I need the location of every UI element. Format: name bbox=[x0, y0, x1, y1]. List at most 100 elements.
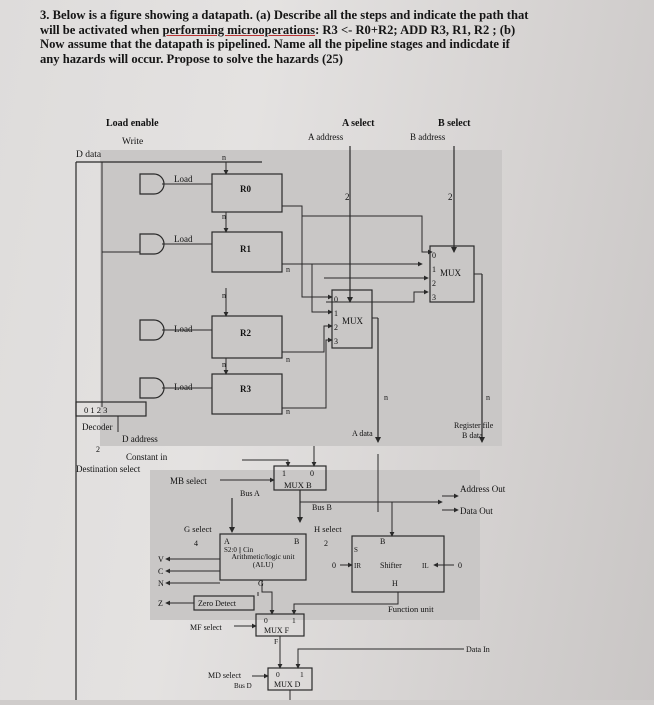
load-gate-r3 bbox=[139, 377, 165, 399]
r3-out-b bbox=[326, 289, 429, 303]
a-select-label: A select bbox=[342, 118, 375, 129]
shifter-ir-label: IR bbox=[354, 562, 361, 570]
shifter-b-label: B bbox=[380, 537, 385, 546]
d-address-width: 2 bbox=[96, 445, 100, 454]
h-select-label: H select bbox=[314, 524, 342, 534]
load-gate-r2 bbox=[139, 319, 165, 341]
question-line-2a: will be activated when bbox=[40, 22, 163, 37]
b-address-width: 2 bbox=[448, 192, 453, 202]
b-data-label: B data bbox=[462, 431, 483, 440]
mux-a-label: MUX bbox=[342, 316, 364, 326]
shifter-s-label: S bbox=[354, 546, 358, 554]
mux-b-in-2: 2 bbox=[432, 279, 436, 288]
constant-in-label: Constant in bbox=[126, 452, 168, 462]
mux-a-in-1: 1 bbox=[334, 309, 338, 318]
alu-b-label: B bbox=[294, 537, 299, 546]
d-data-width: n bbox=[222, 153, 226, 162]
register-label-r1: R1 bbox=[240, 244, 251, 254]
alu-a-label: A bbox=[224, 537, 230, 546]
zero-detect-label: Zero Detect bbox=[198, 599, 237, 608]
shifter-label: Shifter bbox=[380, 561, 402, 570]
a-data-label: A data bbox=[352, 429, 373, 438]
mux-a bbox=[331, 289, 373, 349]
bus-a-label: Bus A bbox=[240, 489, 260, 498]
decoder-to-gates bbox=[101, 251, 140, 402]
width-n-1: n bbox=[222, 212, 226, 221]
shifter-to-muxf bbox=[291, 592, 399, 615]
register-file-shade bbox=[100, 150, 502, 446]
address-out-label: Address Out bbox=[460, 484, 506, 494]
mux-b-regfile-label: MUX bbox=[440, 268, 462, 278]
b-select-label: B select bbox=[438, 118, 471, 129]
g-select-label: G select bbox=[184, 524, 212, 534]
mux-d-label: MUX D bbox=[274, 680, 301, 689]
mux-d-in-1: 1 bbox=[300, 670, 304, 679]
question-line-2: will be activated when performing microo… bbox=[40, 23, 640, 38]
md-select-label: MD select bbox=[208, 671, 242, 680]
a-address-label: A address bbox=[308, 132, 344, 142]
shifter-zero-in: 0 bbox=[332, 561, 336, 570]
r3-out-a bbox=[282, 337, 333, 409]
register-r3: Load R3 bbox=[139, 373, 283, 415]
alu-box bbox=[219, 533, 307, 581]
b-address-label: B address bbox=[410, 132, 446, 142]
mux-b-in-1: 1 bbox=[432, 265, 436, 274]
function-unit-label: Function unit bbox=[388, 604, 434, 614]
mux-b-in-0: 0 bbox=[432, 251, 436, 260]
alu-label-wrap: Arithmetic/logic unit (ALU) bbox=[231, 553, 295, 569]
datapath-diagram: Load enable Write D data A select B sele… bbox=[75, 118, 506, 700]
shifter-out-label: H bbox=[392, 579, 398, 588]
load-gate-r1 bbox=[139, 233, 165, 255]
data-in-wire bbox=[295, 648, 464, 669]
mux-a-in-3: 3 bbox=[334, 337, 338, 346]
width-n-3: n bbox=[222, 360, 226, 369]
r2-out-a bbox=[282, 323, 333, 353]
load-label-r2: Load bbox=[174, 324, 193, 334]
constant-in-wire bbox=[242, 459, 291, 467]
load-enable-label: Load enable bbox=[106, 118, 159, 129]
register-r2: Load R2 bbox=[139, 315, 283, 359]
destination-select-label: Destination select bbox=[76, 464, 141, 474]
load-label-r1: Load bbox=[174, 234, 193, 244]
register-label-r3: R3 bbox=[240, 384, 251, 394]
load-label-r0: Load bbox=[174, 174, 193, 184]
register-r1: Load R1 bbox=[139, 231, 283, 273]
r0-out-b bbox=[302, 215, 433, 255]
question-line-3: Now assume that the datapath is pipeline… bbox=[40, 37, 510, 52]
width-n-2: n bbox=[222, 291, 226, 300]
bus-b-label: Bus B bbox=[312, 503, 332, 512]
mux-f-label: MUX F bbox=[264, 626, 290, 635]
width-n-5: n bbox=[286, 355, 290, 364]
alu-out-label: G bbox=[258, 579, 264, 588]
register-label-r2: R2 bbox=[240, 328, 251, 338]
alu-to-muxf bbox=[261, 580, 275, 615]
flag-v: V bbox=[158, 555, 164, 564]
mux-f-out-label: F bbox=[274, 637, 278, 646]
question-line-2b: : R3 <- R0+R2; ADD R3, R1, R2 ; (b) bbox=[315, 22, 516, 37]
decoder-label: Decoder bbox=[82, 422, 112, 432]
mux-b-fu-in-1: 1 bbox=[282, 469, 286, 478]
flag-c: C bbox=[158, 567, 163, 576]
mux-a-in-0: 0 bbox=[334, 295, 338, 304]
g-select-width: 4 bbox=[194, 539, 198, 548]
load-label-r3: Load bbox=[174, 382, 193, 392]
h-select-width: 2 bbox=[324, 539, 328, 548]
shifter-il-label: IL bbox=[422, 562, 429, 570]
register-label-r0: R0 bbox=[240, 184, 251, 194]
flag-z: Z bbox=[158, 599, 163, 608]
mux-b-label: MUX B bbox=[284, 480, 312, 490]
register-box-r0 bbox=[211, 173, 283, 213]
bus-d-label: Bus D bbox=[234, 682, 252, 690]
r1-out-a bbox=[282, 263, 333, 315]
width-n-a: n bbox=[384, 393, 388, 402]
d-address-label: D address bbox=[122, 434, 158, 444]
alu-label: Arithmetic/logic unit (ALU) bbox=[231, 553, 295, 569]
mux-b-in-3: 3 bbox=[432, 293, 436, 302]
mb-select-label: MB select bbox=[170, 476, 207, 486]
a-address-width: 2 bbox=[345, 192, 350, 202]
mux-f-in-1: 1 bbox=[292, 616, 296, 625]
write-label: Write bbox=[122, 137, 143, 147]
width-n-b: n bbox=[486, 393, 490, 402]
register-r0: Load R0 bbox=[139, 173, 283, 213]
